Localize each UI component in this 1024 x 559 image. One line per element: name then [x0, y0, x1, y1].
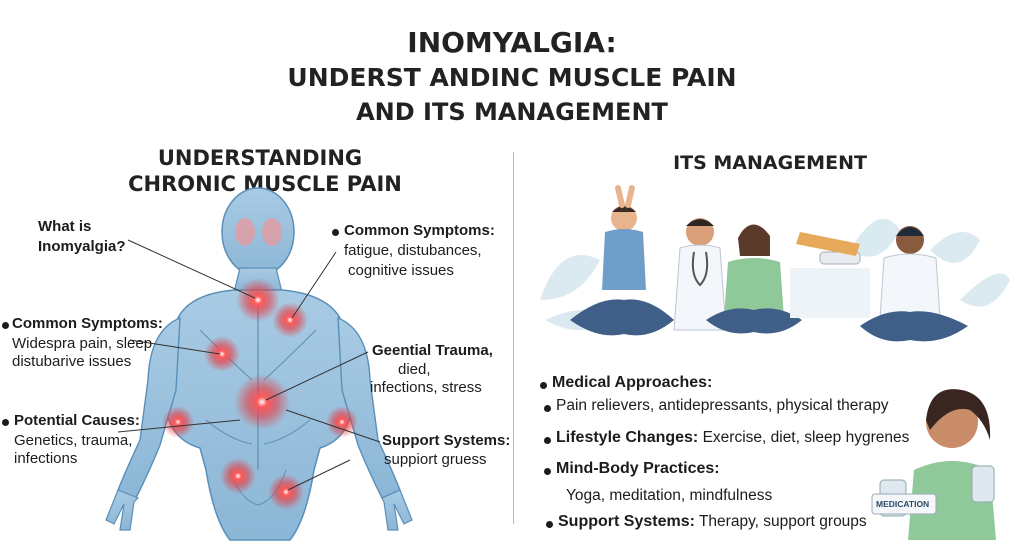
column-divider [513, 152, 514, 524]
bullet-dot [546, 521, 553, 528]
right-section-title: ITS MANAGEMENT [673, 152, 867, 174]
bullet-dot [2, 322, 9, 329]
main-title-line2: UNDERST ANDINC MUSCLE PAIN [287, 63, 737, 92]
bullet-dot [540, 382, 547, 389]
bullet-dot [544, 405, 551, 412]
support-systems-right-title: Support Systems: [558, 513, 695, 530]
lifestyle-changes: Lifestyle Changes: Exercise, diet, sleep… [556, 429, 909, 447]
main-title-line1: INOMYALGIA: [407, 26, 617, 59]
medication-label: MEDICATION [876, 499, 930, 509]
left-section-title-line1: UNDERSTANDING [157, 146, 363, 170]
support-systems-left-line1: suppiort gruess [384, 451, 487, 468]
mind-body-text: Yoga, meditation, mindfulness [566, 487, 773, 504]
mind-body-title: Mind-Body Practices: [556, 460, 720, 477]
causes-title: Potential Causes: [14, 412, 140, 429]
medical-approaches-text: Pain relievers, antidepressants, physica… [556, 397, 889, 414]
trauma-line2: infections, stress [370, 379, 482, 396]
lifestyle-changes-text: Exercise, diet, sleep hygrenes [702, 429, 910, 446]
symptoms-top-title: Common Symptoms: [344, 222, 495, 239]
bullet-dot [544, 468, 551, 475]
medical-approaches-title: Medical Approaches: [552, 374, 713, 391]
causes-line1: Genetics, trauma, [14, 432, 133, 449]
support-systems-right-text: Therapy, support groups [698, 513, 867, 530]
causes-line2: infections [14, 450, 78, 467]
symptoms-left-line1: Widespra pain, sleep [12, 335, 153, 352]
support-systems-right: Support Systems: Therapy, support groups [558, 513, 867, 531]
bullet-dot [544, 437, 551, 444]
symptoms-left-title: Common Symptoms: [12, 315, 163, 332]
symptoms-top-line1: fatigue, distubances, [344, 242, 482, 259]
support-systems-left-title: Support Systems: [382, 432, 511, 449]
symptoms-top-line2: cognitive issues [348, 262, 454, 279]
what-is-label-line2: Inomyalgia? [38, 238, 126, 255]
trauma-line1: died, [398, 361, 431, 378]
symptoms-left-line2: distubarive issues [12, 353, 132, 370]
main-title-line3: AND ITS MANAGEMENT [356, 98, 668, 126]
trauma-title: Geential Trauma, [372, 342, 493, 359]
what-is-label-line1: What is [38, 218, 92, 235]
lifestyle-changes-title: Lifestyle Changes: [556, 429, 699, 446]
bullet-dot [332, 229, 339, 236]
bullet-dot [2, 419, 9, 426]
